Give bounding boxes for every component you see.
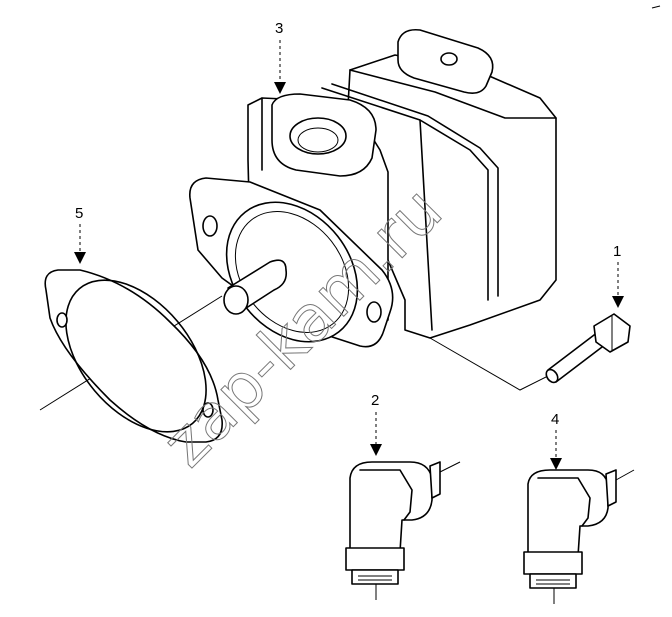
callout-2-label: 2 [371, 392, 379, 409]
elbow-fitting-left [345, 461, 461, 600]
mounting-bolt [545, 313, 631, 384]
elbow-right-body [527, 469, 609, 557]
gasket [44, 269, 223, 443]
callout-5-label: 5 [75, 205, 83, 222]
elbow-right-facet [537, 477, 591, 527]
pump-shaft-end [223, 285, 249, 315]
gasket-outline [44, 269, 223, 443]
callout-5-arrowhead [74, 252, 86, 264]
pump-top-edge [349, 69, 557, 119]
pump-port-opening [289, 117, 347, 155]
callout-1-label: 1 [613, 243, 621, 260]
elbow-left-thread-lines [358, 575, 392, 581]
corner-mark [651, 5, 661, 9]
bolt-leader-line [429, 337, 557, 391]
flange-hole-left [202, 215, 218, 237]
pump-assembly [39, 28, 557, 411]
callout-3-arrowhead [274, 82, 286, 94]
pump-seam-front [419, 119, 433, 331]
elbow-left-axis [439, 461, 461, 473]
elbow-right-axis [615, 469, 635, 481]
pump-top-hole [440, 52, 458, 66]
pump-port-inner [297, 127, 339, 153]
pump-seam-band-1 [321, 87, 489, 301]
callout-arrows [74, 40, 624, 470]
pump-seam-band-2 [331, 83, 499, 297]
elbow-left-stub [429, 461, 441, 499]
flange-hole-right [366, 301, 382, 323]
callout-4-label: 4 [551, 411, 559, 428]
gasket-hole-right [202, 402, 214, 418]
callout-3-label: 3 [275, 20, 283, 37]
bolt-tip [545, 368, 559, 384]
elbow-left-facet [359, 469, 413, 521]
callout-2-arrowhead [370, 444, 382, 456]
callout-4-arrowhead [550, 458, 562, 470]
gasket-hole-left [56, 312, 68, 328]
elbow-left-thread [351, 569, 399, 585]
elbow-fitting-right [523, 469, 635, 604]
elbow-left-body [349, 461, 433, 553]
gasket-inner-opening [65, 279, 207, 433]
elbow-right-thread-lines [536, 579, 570, 585]
callout-1-arrowhead [612, 296, 624, 308]
elbow-right-stub [605, 469, 617, 507]
elbow-right-thread [529, 573, 577, 589]
elbow-left-nut [345, 547, 405, 571]
elbow-right-nut [523, 551, 583, 575]
